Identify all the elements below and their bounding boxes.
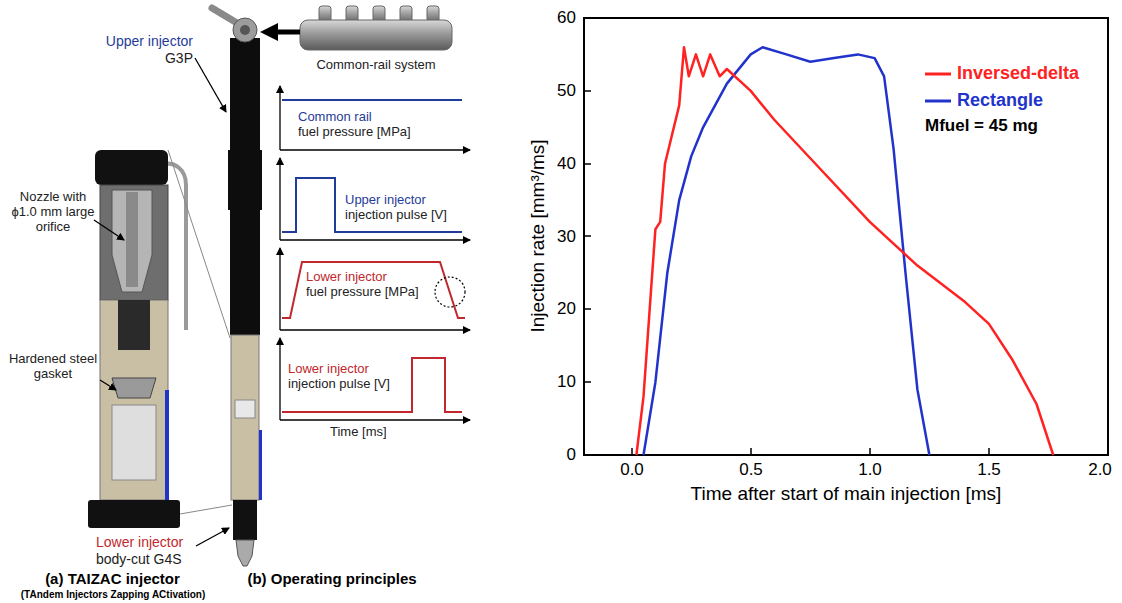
signal-name: Upper injector: [345, 193, 505, 208]
signal-unit: fuel pressure [MPa]: [298, 125, 458, 140]
lower-pressure-trace: [282, 262, 465, 318]
nozzle-section: [112, 190, 152, 292]
tick-label: 10: [530, 372, 576, 392]
tick-label: 1.5: [964, 460, 1014, 480]
axis-title: Time [ms]: [330, 425, 430, 440]
leader-arrow: [196, 528, 229, 546]
part-model: G3P: [88, 50, 193, 66]
signal-unit: injection pulse [V]: [345, 208, 505, 223]
legend-text: Inversed-delta: [957, 63, 1079, 84]
lower-block: [88, 500, 180, 528]
tick-label: 60: [530, 8, 576, 28]
plot-axis: [279, 338, 280, 420]
adapter-window: [235, 400, 255, 418]
tick-label: 2.0: [1075, 460, 1122, 480]
nozzle-tip: [236, 540, 254, 566]
nozzle-needle: [126, 192, 138, 287]
inversed-delta-curve: [636, 47, 1053, 455]
plot-axis: [280, 239, 470, 240]
upper-body: [100, 185, 168, 300]
plot-axis: [280, 149, 470, 150]
housing-section: [100, 300, 168, 500]
fuel-inlet: [233, 18, 257, 42]
legend-swatch: [925, 96, 951, 106]
tick-label: 0: [530, 445, 576, 465]
panel-subcaption: (TAndem Injectors Zapping ACtivation): [0, 589, 226, 601]
panel-caption: (b) Operating principles: [232, 570, 432, 587]
tick-label: 50: [530, 81, 576, 101]
lower-insert: [112, 405, 156, 480]
leader-arrow: [195, 58, 226, 112]
rail-pressure-trace: [282, 99, 462, 101]
legend-line: [925, 72, 951, 75]
zoom-lines: [168, 150, 232, 514]
plot-axis: [280, 419, 470, 420]
part-name: Upper injector: [88, 33, 193, 49]
leader-arrow: [100, 380, 116, 390]
rail-cylinder: [300, 20, 452, 50]
inlet-bore: [240, 25, 250, 35]
plot-axis: [279, 86, 280, 150]
injector-collar: [228, 150, 262, 210]
legend-swatch: [925, 69, 951, 79]
adapter-body: [231, 335, 259, 500]
legend-row: Inversed-delta: [925, 60, 1079, 87]
blue-edge: [259, 430, 262, 500]
part-name: Lower injector: [96, 534, 208, 550]
chart-note: Mfuel = 45 mg: [925, 116, 1095, 136]
tick-label: 0.5: [726, 460, 776, 480]
callout-text: Nozzle with ϕ1.0 mm large orifice: [10, 190, 96, 235]
chart-frame: [584, 18, 1108, 455]
axis-title: Injection rate [mm³/ms]: [527, 139, 549, 332]
part-model: body-cut G4S: [96, 551, 208, 567]
blue-edge: [165, 390, 169, 500]
legend-row: Rectangle: [925, 87, 1079, 114]
gasket-shape: [112, 378, 156, 398]
signal-name: Common rail: [298, 110, 458, 125]
part-name: Common-rail system: [300, 58, 452, 73]
tick-label: 1.0: [845, 460, 895, 480]
plot-axis: [279, 248, 280, 330]
lower-injector-body: [233, 500, 257, 540]
signal-name: Lower injector: [288, 362, 408, 377]
axis-title: Time after start of main injection [ms]: [636, 483, 1056, 505]
signal-unit: injection pulse [V]: [288, 377, 408, 392]
rectangle-curve: [644, 47, 930, 455]
supply-arrow-head: [260, 23, 278, 41]
tick-label: 0.0: [607, 460, 657, 480]
injector-cap: [95, 150, 168, 185]
supply-arrow: [276, 30, 300, 35]
lower-pulse-trace: [282, 358, 462, 412]
legend-text: Rectangle: [957, 90, 1043, 111]
needle-body: [118, 300, 150, 350]
plot-axis: [280, 329, 470, 330]
signal-unit: fuel pressure [MPa]: [306, 285, 432, 300]
plot-axis: [279, 158, 280, 240]
chart-legend: Inversed-deltaRectangle: [925, 60, 1079, 114]
signal-name: Lower injector: [306, 270, 432, 285]
legend-line: [925, 99, 951, 102]
callout-text: Hardened steel gasket: [4, 352, 102, 382]
panel-caption: (a) TAIZAC injector: [5, 570, 220, 587]
leader-arrow: [94, 220, 124, 240]
dashed-circle: [435, 277, 465, 307]
